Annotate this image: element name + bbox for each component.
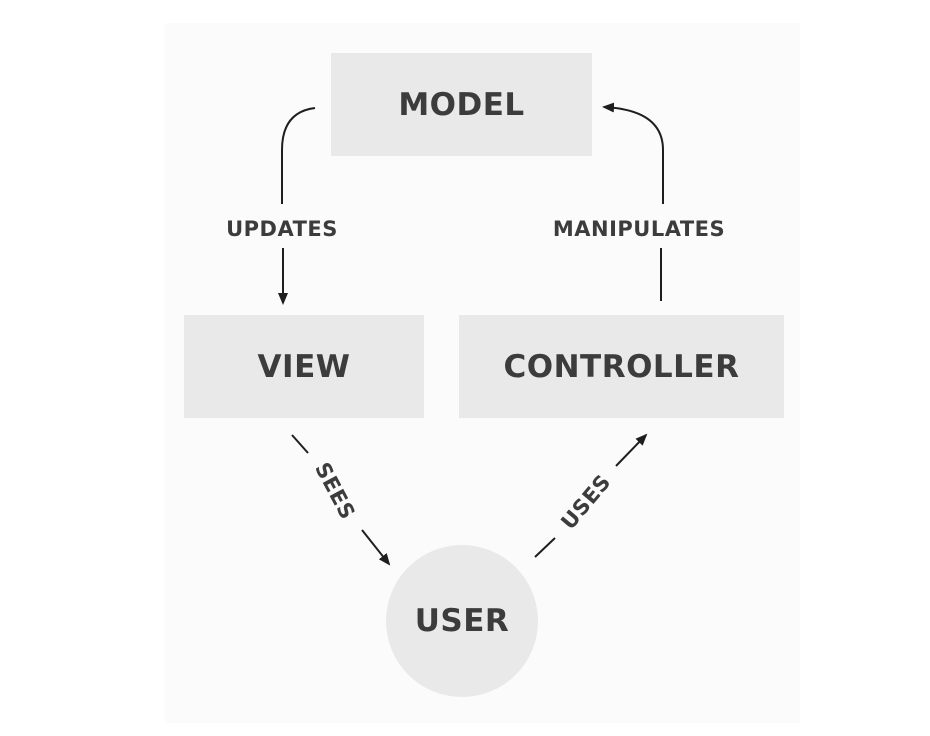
controller-node: CONTROLLER: [459, 315, 784, 418]
uses-label: USES: [556, 470, 615, 534]
manipulates-label: MANIPULATES: [553, 217, 725, 241]
sees-arrow-top: [291, 434, 309, 454]
manipulates-arrow-top: [602, 102, 664, 204]
model-node: MODEL: [331, 53, 592, 156]
user-node: USER: [386, 545, 538, 697]
updates-label: UPDATES: [226, 217, 338, 241]
updates-arrow-top: [281, 107, 316, 204]
uses-arrow-top: [615, 433, 648, 467]
model-label: MODEL: [398, 86, 525, 123]
view-label: VIEW: [257, 348, 351, 385]
view-node: VIEW: [184, 315, 424, 418]
sees-arrow-bottom: [361, 529, 391, 566]
sees-label: SEES: [310, 458, 360, 523]
uses-arrow-bottom: [534, 537, 556, 558]
controller-label: CONTROLLER: [503, 348, 740, 385]
user-label: USER: [414, 603, 510, 639]
